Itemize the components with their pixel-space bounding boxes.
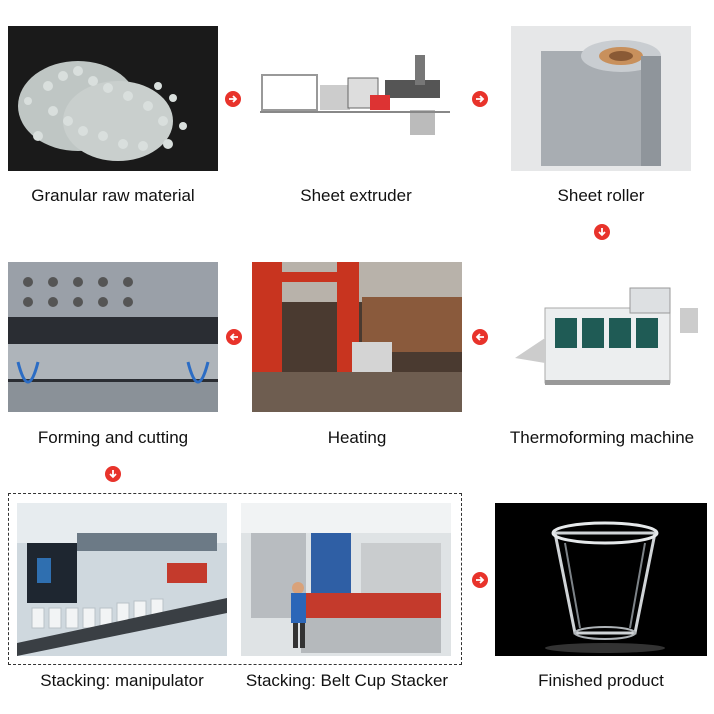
step-label: Stacking: manipulator [40,671,204,690]
mold-photo [8,262,218,412]
arrow-down-icon [594,224,610,240]
arrow-left-icon [226,329,242,345]
extruder-photo [250,40,462,150]
step-label: Sheet roller [557,186,645,205]
stacking-options-box [8,493,462,665]
heater-photo [252,262,462,412]
thermoformer-photo [500,268,706,398]
step-label: Granular raw material [31,186,195,205]
step-label: Thermoforming machine [509,428,695,447]
manipulator-photo [17,503,227,656]
arrow-right-icon [225,91,241,107]
cup-photo [495,503,707,656]
step-label: Finished product [538,671,664,690]
arrow-right-icon [472,572,488,588]
arrow-right-icon [472,91,488,107]
stacker-photo [241,503,451,656]
step-label: Stacking: Belt Cup Stacker [245,671,449,690]
pellets-photo [8,26,218,171]
step-label: Heating [327,428,387,447]
arrow-left-icon [472,329,488,345]
step-label: Forming and cutting [37,428,189,447]
arrow-down-icon [105,466,121,482]
roll-photo [511,26,691,171]
step-label: Sheet extruder [300,186,412,205]
